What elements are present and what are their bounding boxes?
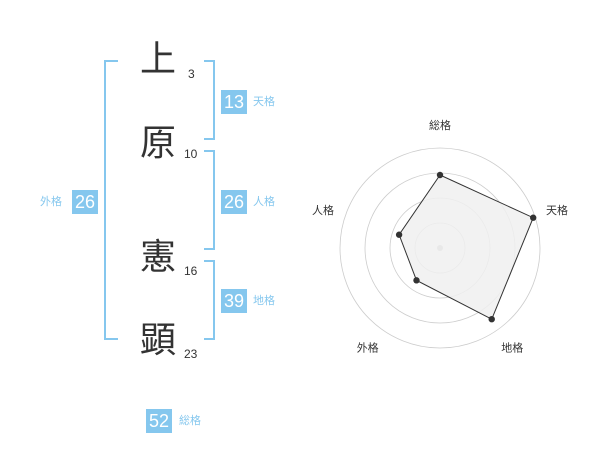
name-char-2: 原 bbox=[140, 123, 177, 164]
radar-point-2 bbox=[530, 214, 537, 221]
chikaku-bracket bbox=[204, 260, 215, 340]
chikaku-value-badge: 39 bbox=[221, 289, 247, 313]
stroke-count-4: 23 bbox=[184, 347, 198, 361]
radar-axis-label-3: 地格 bbox=[501, 341, 523, 355]
radar-axis-label-4: 外格 bbox=[357, 341, 379, 355]
radar-axis-label-1: 総格 bbox=[429, 118, 451, 132]
radar-point-1 bbox=[436, 171, 444, 179]
stroke-count-2: 10 bbox=[184, 147, 198, 161]
radar-ring-4 bbox=[339, 147, 541, 349]
soukaku-value-badge: 52 bbox=[146, 409, 172, 433]
radar-axis-label-2: 天格 bbox=[546, 203, 568, 217]
jinkaku-label: 人格 bbox=[253, 195, 275, 208]
stroke-count-1: 3 bbox=[188, 67, 195, 81]
stroke-count-3: 16 bbox=[184, 264, 198, 278]
radar-point-3 bbox=[488, 315, 495, 323]
gaikaku-bracket bbox=[104, 60, 118, 340]
soukaku-label: 総格 bbox=[179, 414, 201, 427]
name-char-4: 顕 bbox=[140, 320, 177, 361]
radar-data-polygon bbox=[398, 174, 534, 320]
radar-axis-label-5: 人格 bbox=[312, 203, 334, 217]
gaikaku-label: 外格 bbox=[40, 195, 62, 208]
chikaku-label: 地格 bbox=[253, 294, 275, 307]
jinkaku-bracket bbox=[204, 150, 215, 250]
gaikaku-value-badge: 26 bbox=[72, 190, 98, 214]
tenkaku-bracket bbox=[204, 60, 215, 140]
tenkaku-value-badge: 13 bbox=[221, 90, 247, 114]
radar-points bbox=[395, 171, 537, 323]
name-char-3: 憲 bbox=[140, 237, 177, 278]
jinkaku-value-badge: 26 bbox=[221, 190, 247, 214]
radar-point-5 bbox=[395, 231, 403, 238]
radar-point-4 bbox=[413, 277, 420, 284]
name-char-1: 上 bbox=[140, 39, 177, 80]
tenkaku-label: 天格 bbox=[253, 95, 275, 108]
